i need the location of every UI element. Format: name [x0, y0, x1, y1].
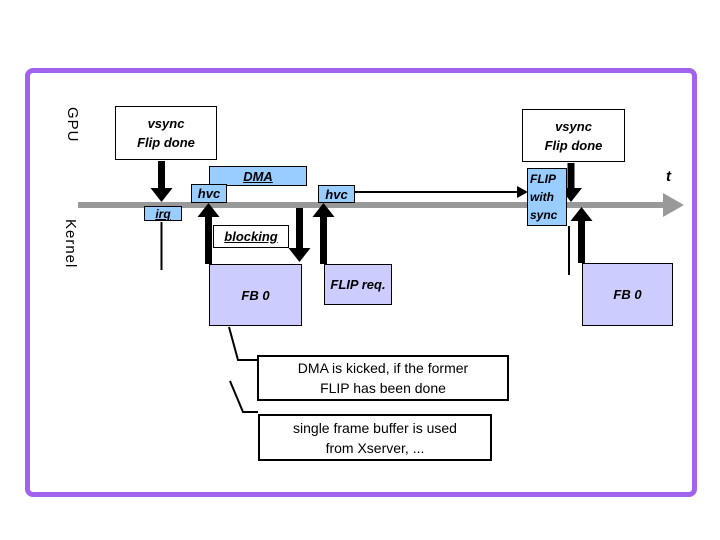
vsync-flip-done-left-box: vsync Flip done: [115, 106, 217, 160]
gpu-lane-label: GPU: [64, 107, 81, 143]
timeline-shaft: [78, 202, 663, 208]
dma-event-box: DMA: [209, 166, 307, 186]
irq-box: irq: [144, 206, 182, 221]
timeline-arrowhead: [663, 193, 684, 217]
flip-with-sync-box: FLIP with sync: [527, 168, 567, 226]
hvc-second-box: hvc: [318, 185, 355, 203]
callout-connector-single-buffer: [229, 380, 258, 413]
hvc-to-flipsync-arrowhead: [517, 186, 528, 198]
fb0-right-buffer-box: FB 0: [582, 263, 673, 326]
flip-req-box: FLIP req.: [324, 264, 392, 305]
fb0-left-buffer-box: FB 0: [209, 264, 302, 326]
dma-to-fb0-down-arrow: [288, 208, 311, 262]
callout-connector-dma-kicked: [228, 326, 257, 361]
vsync-to-irq-down-arrow: [150, 161, 173, 202]
callout-dma-kicked: DMA is kicked, if the former FLIP has be…: [257, 355, 509, 401]
flipreq-to-hvc-up-arrow: [312, 203, 335, 264]
kernel-lane-label: Kernel: [62, 219, 79, 269]
hvc-first-box: hvc: [191, 184, 227, 203]
callout-single-buffer: single frame buffer is used from Xserver…: [258, 414, 492, 461]
time-axis-label: t: [666, 168, 671, 185]
vsync-flip-done-right-box: vsync Flip done: [522, 109, 625, 162]
fb0-to-timeline-up-arrow: [570, 207, 593, 263]
blocking-box: blocking: [213, 225, 289, 248]
fb0-to-hvc-up-arrow: [197, 203, 220, 264]
